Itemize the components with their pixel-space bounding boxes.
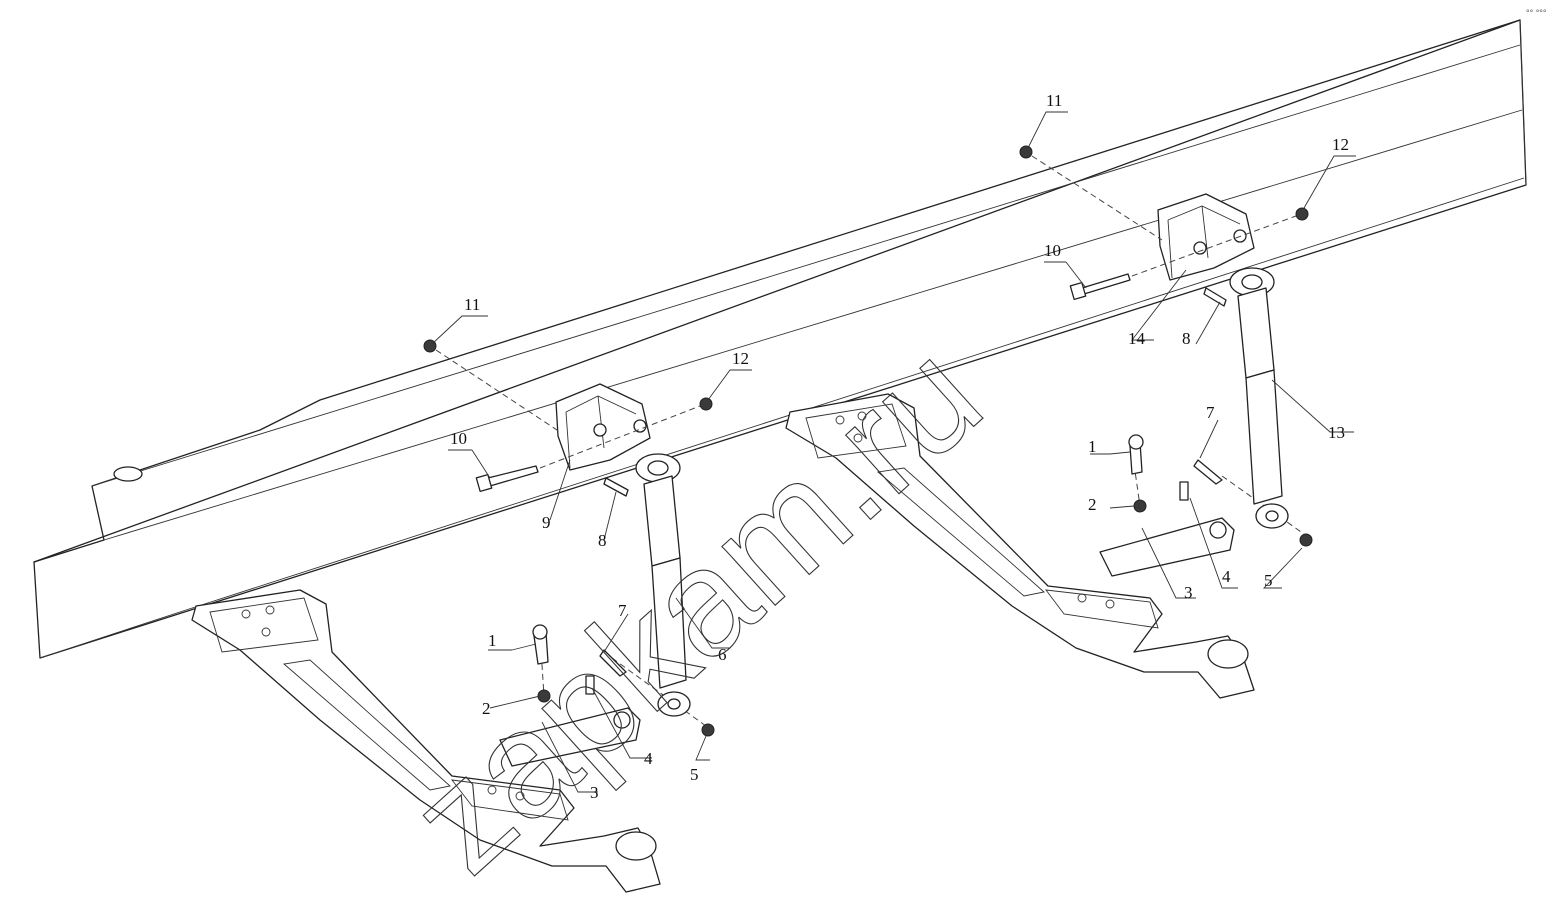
callout-3-left: 3 [590, 783, 599, 802]
callout-10-right: 10 [1044, 241, 1061, 260]
callout-7-right: 7 [1206, 403, 1215, 422]
fasteners-left [532, 624, 715, 737]
callout-5-left: 5 [690, 765, 699, 784]
callout-10-left: 10 [450, 429, 467, 448]
callout-9: 9 [542, 513, 551, 532]
callout-1-right: 1 [1088, 437, 1097, 456]
callout-14: 14 [1128, 329, 1146, 348]
arm-3-right [1099, 517, 1235, 577]
nut-12-left [699, 397, 713, 411]
callout-13: 13 [1328, 423, 1345, 442]
right-axle-assembly [785, 145, 1313, 699]
bolt-10-right [1069, 273, 1131, 301]
arm-3-left [499, 707, 641, 767]
left-axle-assembly [191, 339, 715, 893]
callout-8-left: 8 [598, 531, 607, 550]
bolt-8-left [603, 477, 629, 497]
callout-7-left: 7 [618, 601, 627, 620]
callout-2-left: 2 [482, 699, 491, 718]
bolt-8-right [1203, 287, 1227, 307]
callout-8-right: 8 [1182, 329, 1191, 348]
callout-4-right: 4 [1222, 567, 1231, 586]
watermark: zapkam.ru [379, 310, 1012, 903]
callout-11-right: 11 [1046, 91, 1062, 110]
callout-labels: 11 12 10 9 8 6 1 7 2 4 3 5 11 12 10 14 8… [450, 91, 1349, 802]
axle-beam-right [785, 393, 1255, 699]
callout-6: 6 [718, 645, 727, 664]
callout-4-left: 4 [644, 749, 653, 768]
frame-rail [33, 19, 1527, 659]
nut-11-right [1019, 145, 1033, 159]
nut-12-right [1295, 207, 1309, 221]
bolt-10-left [475, 465, 539, 493]
callout-3-right: 3 [1184, 583, 1193, 602]
corner-mark: °° °°° [1526, 8, 1547, 18]
leader-lines [431, 111, 1356, 793]
callout-1-left: 1 [488, 631, 497, 650]
callout-12-right: 12 [1332, 135, 1349, 154]
shock-absorber-left [635, 453, 691, 717]
bracket-left [555, 383, 651, 471]
callout-2-right: 2 [1088, 495, 1097, 514]
callout-11-left: 11 [464, 295, 480, 314]
callout-12-left: 12 [732, 349, 749, 368]
callout-5-right: 5 [1264, 571, 1273, 590]
shock-absorber-right [1229, 267, 1289, 529]
axle-beam-left [191, 589, 661, 893]
